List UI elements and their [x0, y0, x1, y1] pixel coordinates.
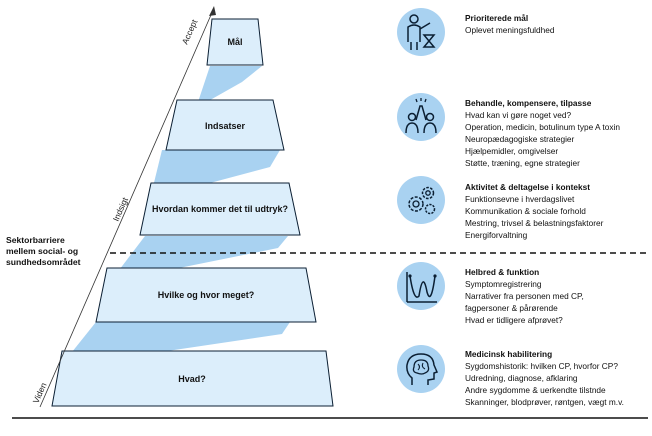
panel-title: Medicinsk habilitering: [465, 349, 553, 359]
barrier-line-1: Sektorbarriere: [6, 235, 65, 245]
head-brain-icon: [397, 345, 445, 393]
axis-label-accept: Accept: [180, 17, 200, 45]
tier-1: [206, 18, 264, 66]
panel-behandle: Behandle, kompensere, tilpasse Hvad kan …: [465, 97, 650, 169]
tier-3: [139, 182, 301, 236]
panel-line: Støtte, træning, egne strategier: [465, 158, 580, 169]
tier-1-label: Mål: [227, 37, 242, 47]
panel-line: Andre sygdomme & uerkendte tilstnde: [465, 385, 606, 396]
panel-line: Skanninger, blodprøver, røntgen, vægt m.…: [465, 397, 624, 408]
tier-5: [51, 350, 334, 407]
graph-curve-icon: [397, 262, 445, 310]
axis-label-indsigt: Indsigt: [111, 195, 131, 223]
axis-line: [39, 7, 215, 408]
panel-line: Hjælpemidler, omgivelser: [465, 146, 559, 157]
panel-helbred: Helbred & funktion Symptomregistrering N…: [465, 266, 650, 326]
panel-line: fagpersoner & pårørende: [465, 303, 558, 314]
panel-line: Neuropædagogiske strategier: [465, 134, 575, 145]
tier-2: [165, 99, 285, 151]
panel-line: Mestring, trivsel & belastningsfaktorer: [465, 218, 604, 229]
person-hourglass-icon: [397, 8, 445, 56]
connector-1: [196, 66, 262, 108]
panel-line: Symptomregistrering: [465, 279, 542, 289]
panel-line: Kommunikation & sociale forhold: [465, 206, 586, 217]
panel-line: Oplevet meningsfuldhed: [465, 25, 555, 35]
panel-title: Behandle, kompensere, tilpasse: [465, 98, 592, 108]
panel-aktivitet: Aktivitet & deltagelse i kontekst Funkti…: [465, 181, 650, 241]
tier-2-label: Indsatser: [205, 121, 246, 131]
tier-4: [95, 267, 317, 323]
axis-arrowhead: [209, 6, 216, 16]
panel-line: Hvad kan vi gøre noget ved?: [465, 110, 572, 120]
panel-title: Aktivitet & deltagelse i kontekst: [465, 182, 590, 192]
panel-line: Energiforvaltning: [465, 230, 528, 241]
tier-5-label: Hvad?: [178, 374, 206, 384]
barrier-line-3: sundhedsområdet: [6, 257, 81, 267]
panel-title: Prioriterede mål: [465, 13, 529, 23]
tier-4-label: Hvilke og hvor meget?: [158, 290, 255, 300]
gears-icon: [397, 176, 445, 224]
panel-line: Hvad er tidligere afprøvet?: [465, 315, 563, 326]
panel-line: Operation, medicin, botulinum type A tox…: [465, 122, 620, 133]
panel-line: Sygdomshistorik: hvilken CP, hvorfor CP?: [465, 361, 618, 371]
barrier-line-2: mellem social- og: [6, 246, 79, 256]
tier-3-label: Hvordan kommer det til udtryk?: [152, 204, 288, 214]
high-five-icon: [397, 93, 445, 141]
panel-line: Udredning, diagnose, afklaring: [465, 373, 578, 384]
panel-title: Helbred & funktion: [465, 267, 540, 277]
panel-line: Funktionsevne i hverdagslivet: [465, 194, 575, 204]
panel-prioriterede-maal: Prioriterede mål Oplevet meningsfuldhed: [465, 12, 650, 36]
sector-barrier-label: Sektorbarriere mellem social- og sundhed…: [6, 235, 116, 268]
panel-line: Narrativer fra personen med CP,: [465, 291, 584, 302]
panel-medicinsk: Medicinsk habilitering Sygdomshistorik: …: [465, 348, 650, 408]
